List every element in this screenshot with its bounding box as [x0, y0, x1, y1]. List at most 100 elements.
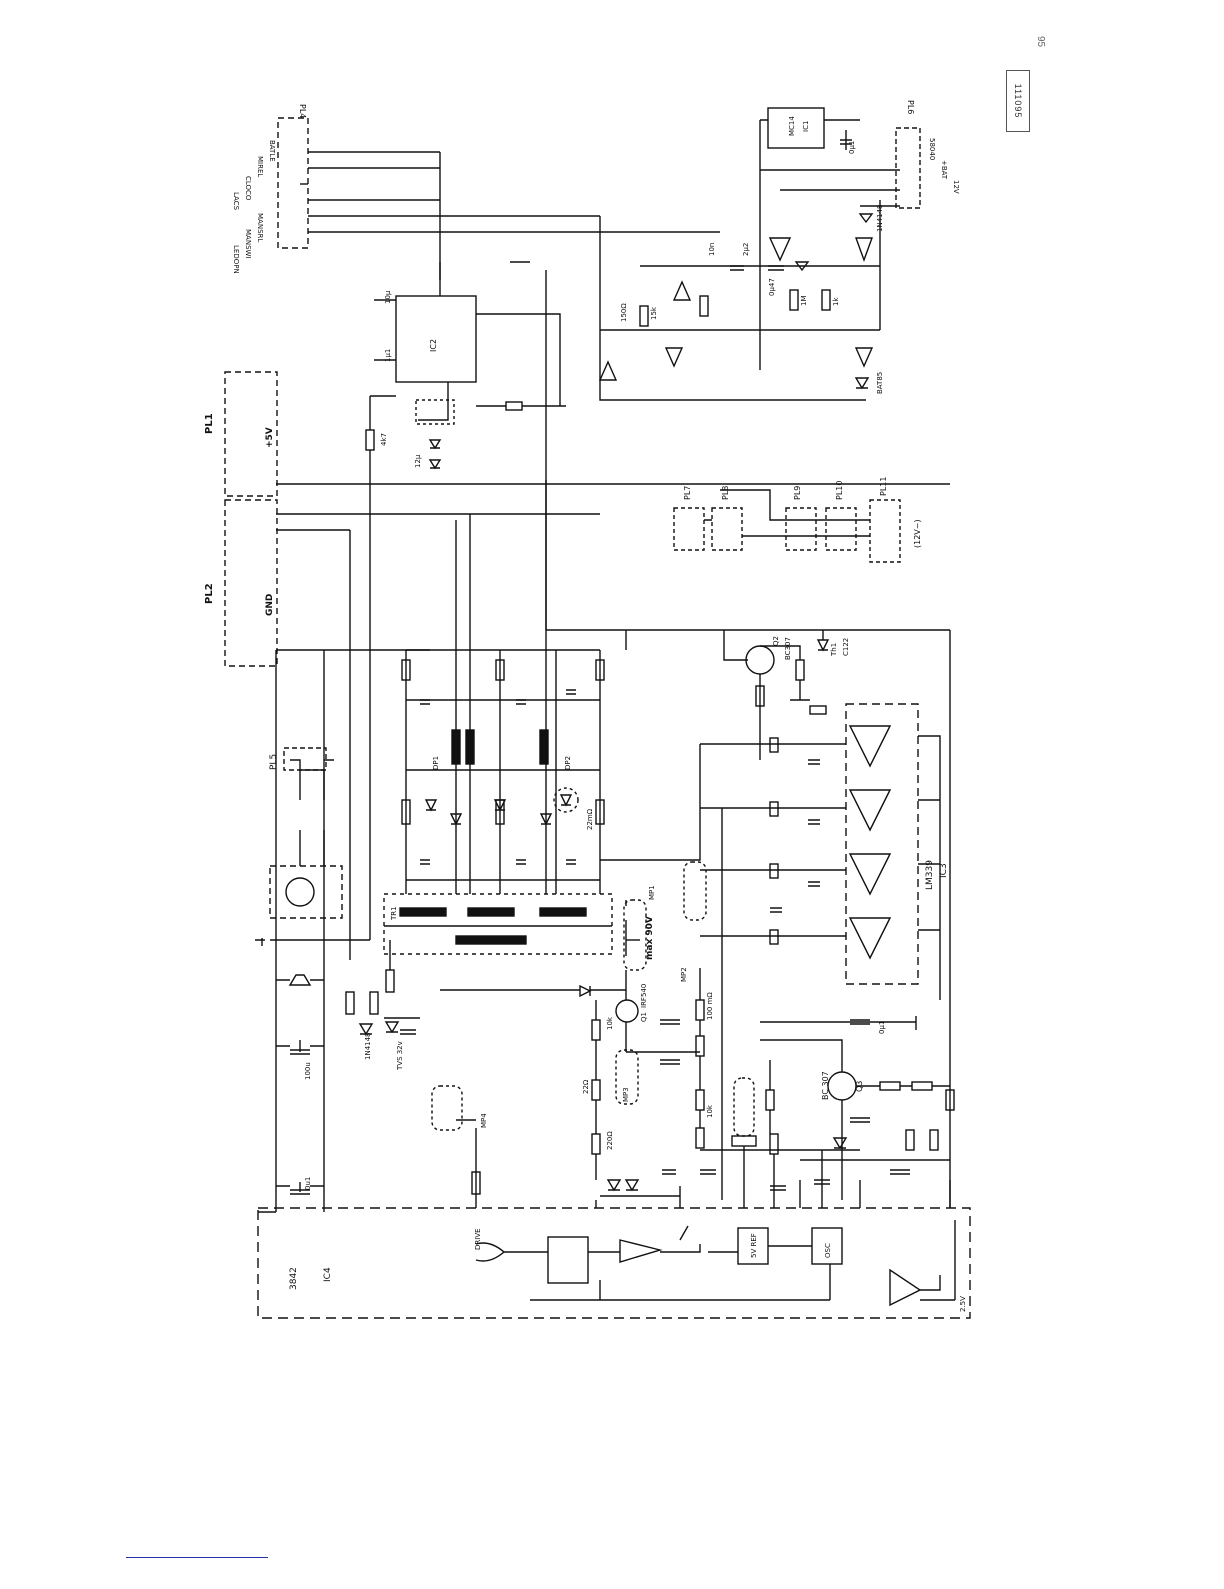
- label-pl11-note: (12V~): [913, 519, 922, 548]
- label-ic4-ref: IC4: [323, 1267, 333, 1282]
- pl6-signal-0: 58040: [928, 138, 936, 160]
- label-r12: 22mΩ: [586, 808, 594, 830]
- label-mp2: MP2: [680, 967, 688, 982]
- label-ic3-ref: IC3: [939, 863, 949, 878]
- pl8-outline: [711, 507, 743, 551]
- label-c19: 0µ1: [878, 1021, 886, 1034]
- label-mp1-max: max 90V: [645, 916, 655, 960]
- label-c4: 0µ47: [768, 278, 776, 296]
- label-pl1: PL1: [204, 413, 215, 434]
- label-pl7: PL7: [683, 486, 692, 500]
- label-c20: 100u: [304, 1062, 312, 1080]
- label-c5: 10µ: [384, 290, 392, 304]
- label-c6: 1µ1: [384, 349, 392, 362]
- ed1-fan-icon: [285, 877, 315, 907]
- label-ic4-osc: OSC: [824, 1243, 832, 1258]
- pl7-outline: [673, 507, 705, 551]
- label-ic3-part: LM339: [925, 860, 935, 890]
- label-dp1: DP1: [432, 756, 440, 770]
- label-r6: 1M: [800, 296, 808, 307]
- label-tr1: TR1: [390, 906, 398, 921]
- label-th1: C122: [842, 638, 850, 656]
- label-pl2-net: GND: [265, 594, 275, 616]
- r16: [365, 429, 375, 451]
- dp2-core: [539, 729, 549, 765]
- label-r18: 100 mΩ: [706, 992, 714, 1020]
- tr1-core-top: [399, 907, 447, 917]
- label-mp4: MP4: [480, 1113, 488, 1128]
- label-pl10: PL10: [835, 481, 844, 500]
- label-r5: 15k: [650, 306, 658, 320]
- pl11-outline: [869, 499, 901, 563]
- pl4-signal-3: LACS: [232, 192, 240, 211]
- ic4-outline: [257, 1207, 971, 1319]
- label-ic1: MC14: [788, 116, 796, 136]
- pl4-signal-4: CLOCO: [244, 176, 252, 201]
- label-q2: BC307: [784, 637, 792, 660]
- label-ic4-25v: 2.5V: [959, 1296, 967, 1312]
- label-r35: 22Ω: [582, 1079, 590, 1094]
- page-number: 95: [1035, 36, 1046, 48]
- label-r3: 1k: [832, 297, 840, 306]
- pl1-outline: [224, 371, 278, 497]
- q1-mosfet: [615, 999, 639, 1023]
- label-r36: 10k: [606, 1016, 614, 1030]
- tr1-core-bottom: [455, 935, 527, 945]
- label-ic1-ref: IC1: [802, 121, 810, 132]
- label-pl6: PL6: [906, 100, 915, 114]
- ic4-latch-block: [547, 1236, 589, 1284]
- label-c22: 0u1: [304, 1177, 312, 1190]
- ic4-comparator: [889, 1268, 922, 1307]
- pl4-signal-1: MANSWI: [244, 229, 252, 259]
- label-pl8: PL8: [721, 486, 730, 500]
- label-mp1: MP1: [648, 885, 656, 900]
- inverter-u2: [598, 360, 618, 381]
- ic3-comparator-a: [848, 917, 892, 960]
- label-r8: 150Ω: [620, 303, 628, 322]
- ic1-outline: [767, 107, 825, 149]
- label-ic4-vref: 5V REF: [750, 1233, 758, 1258]
- label-q1: IRF540: [640, 984, 648, 1008]
- r30-resistor: [731, 1135, 757, 1147]
- pl4-outline: [277, 117, 309, 249]
- inverter-u5: [855, 237, 873, 263]
- label-r31: 10k: [706, 1104, 714, 1118]
- label-c3: 0µ1: [848, 141, 856, 154]
- label-r16: 4k7: [380, 433, 388, 446]
- label-zd3: TVS 32v: [396, 1041, 404, 1071]
- ic3-comparator-b: [848, 853, 892, 896]
- pl9-outline: [785, 507, 817, 551]
- label-th1-ref: Th1: [830, 643, 838, 657]
- pl4-signal-2: MANSRL: [256, 213, 264, 242]
- pl10-outline: [825, 507, 857, 551]
- label-pl1-net: +5V: [265, 427, 275, 448]
- label-dp2: DP2: [564, 756, 572, 770]
- label-q3-ref: Q3: [855, 1081, 864, 1092]
- label-r32: 220Ω: [606, 1131, 614, 1150]
- label-c8: 12µ: [414, 454, 422, 468]
- label-d3: 1N4148: [364, 1032, 372, 1060]
- pl6-outline: [895, 127, 921, 209]
- label-q2-ref: Q2: [772, 636, 780, 646]
- label-mp3: MP3: [622, 1087, 630, 1102]
- sheet-id-box: 111095: [1006, 70, 1030, 132]
- label-c1: 10n: [708, 243, 716, 256]
- pl6-signal-2: 12V: [952, 180, 960, 194]
- label-ic4-drive: DRIVE: [474, 1228, 482, 1250]
- inverter-u3: [664, 347, 684, 368]
- label-q3: BC 307: [821, 1071, 830, 1100]
- ic4-error-amp: [619, 1239, 663, 1263]
- tr1-outline: [383, 893, 613, 955]
- pl4-signal-6: BATLE: [268, 140, 276, 162]
- ic3-outline: [845, 703, 919, 985]
- inverter-u1: [672, 280, 692, 301]
- inverter-u6: [854, 347, 874, 368]
- label-pl5: PL5: [269, 754, 279, 770]
- dp1-core: [451, 729, 461, 765]
- label-pl11: PL11: [879, 477, 888, 496]
- pl4-signal-0: LEDOPN: [232, 245, 240, 274]
- label-d7: 1N4148: [876, 204, 884, 232]
- label-ic4-part: 3842: [289, 1267, 299, 1290]
- pl6-signal-1: +BAT: [940, 160, 948, 180]
